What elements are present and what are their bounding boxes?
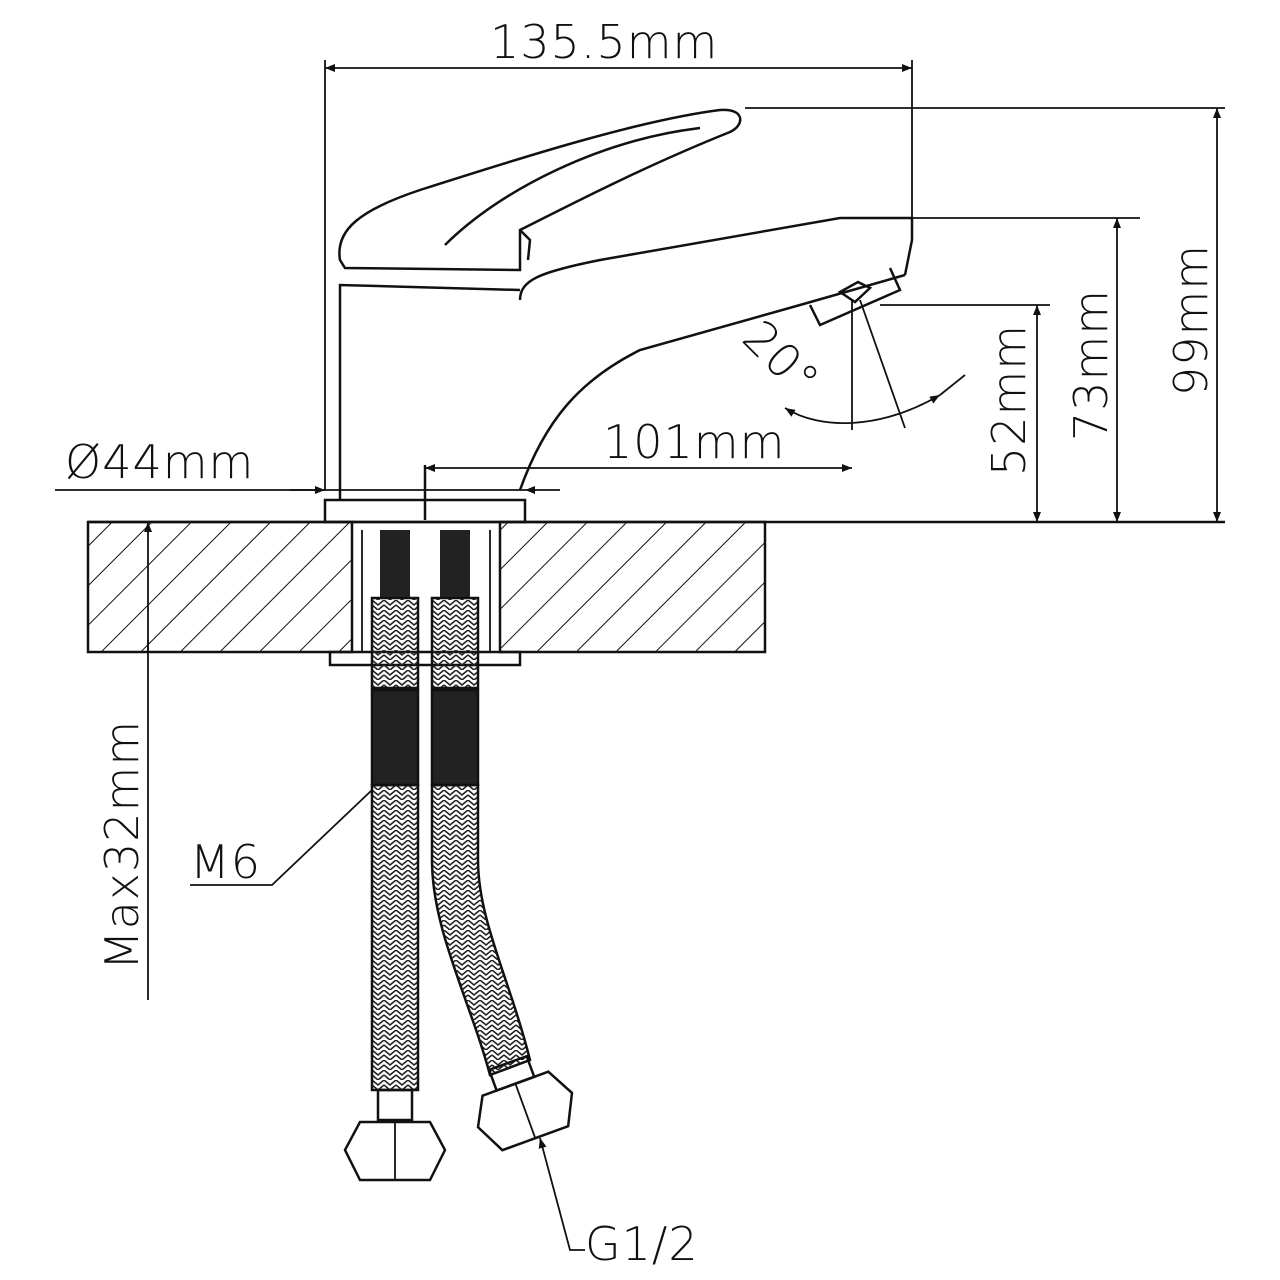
countertop [86,520,1225,654]
label-spout-height: 73mm [1064,289,1118,441]
lever-handle [338,108,742,272]
label-aerator-angle: 20° [732,310,830,408]
right-hose [430,596,574,1152]
right-hex-nut [476,1054,574,1152]
left-hose [343,596,447,1182]
label-max-thickness: Max32mm [95,720,149,970]
label-g1-2: G1/2 [585,1217,699,1271]
label-base-diameter: Ø44mm [65,435,254,489]
label-total-height: 99mm [1164,244,1218,396]
mounting-hardware [328,465,522,667]
left-hex-nut [343,1120,447,1182]
label-m6: M6 [190,835,261,889]
label-spout-reach: 101mm [603,415,785,469]
label-overall-width: 135.5mm [490,15,718,69]
dimension-lines [55,60,1225,1251]
label-outlet-height: 52mm [982,324,1036,476]
